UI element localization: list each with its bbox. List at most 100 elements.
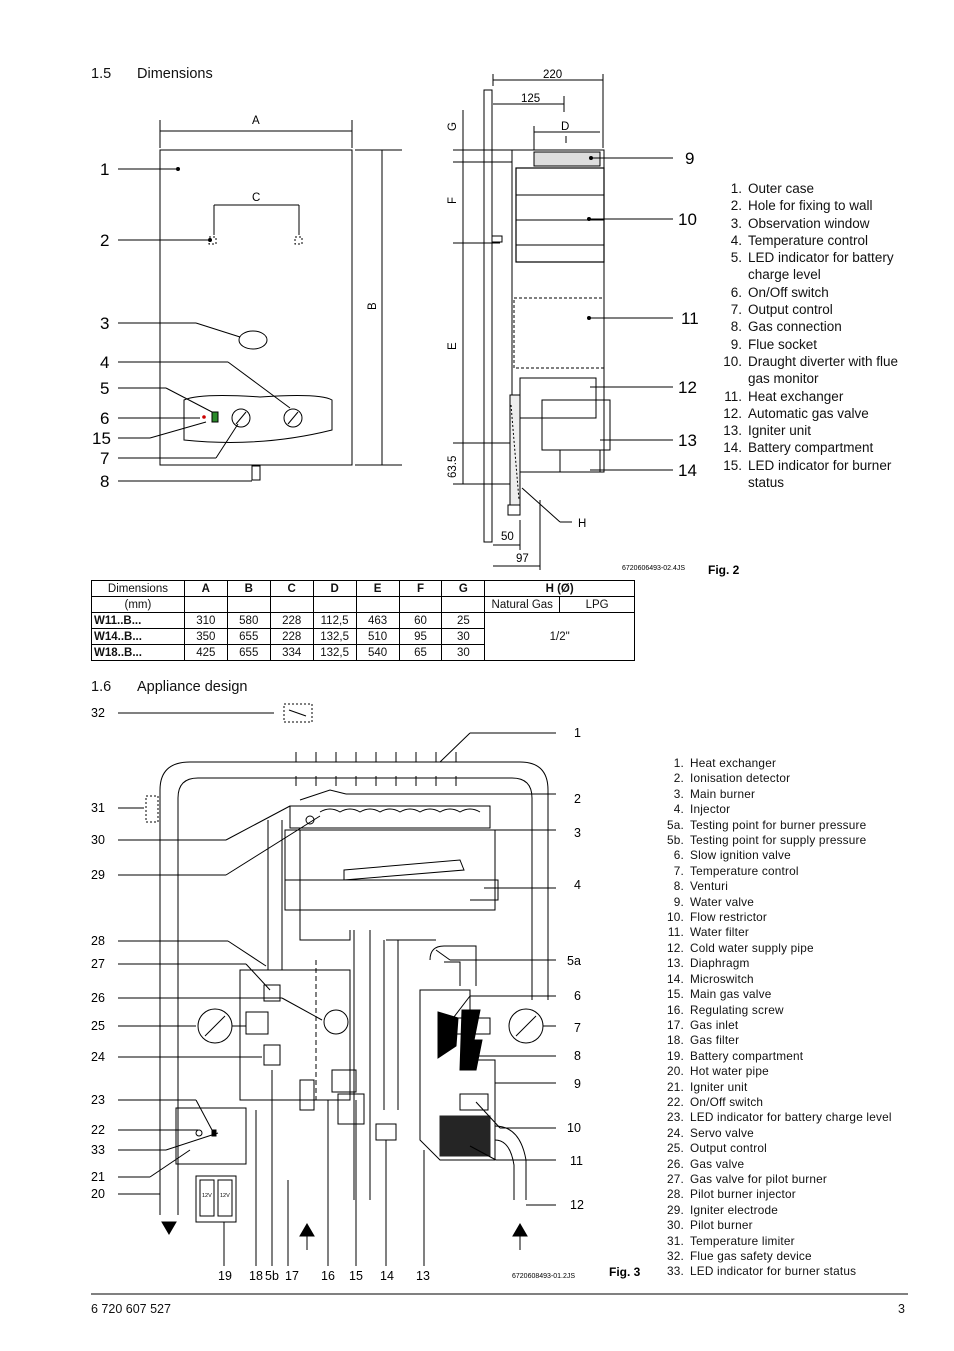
footer-doc-number: 6 720 607 527 [91, 1302, 171, 1316]
legend-item: 31.Temperature limiter [667, 1233, 795, 1248]
callout-6: 6 [100, 409, 109, 428]
callout-9: 9 [685, 149, 694, 168]
callout-12: 12 [678, 378, 697, 397]
fig3-callout-32: 32 [91, 706, 105, 720]
battery-label-1: 12V [202, 1193, 212, 1199]
legend-item: 1.Heat exchanger [673, 756, 777, 770]
legend-item: 12.Cold water supply pipe [667, 940, 814, 955]
callout-8: 8 [100, 472, 109, 491]
dim-125-label: 125 [521, 93, 540, 105]
col-header: C [269, 580, 314, 597]
callout-10: 10 [678, 210, 697, 229]
fig3-callout-15: 15 [349, 1269, 363, 1283]
fig3-callout-6: 6 [574, 989, 581, 1003]
col-header: E [355, 580, 400, 597]
legend-item: 32.Flue gas safety device [667, 1249, 812, 1263]
legend-item: 5b.Testing point for supply pressure [667, 833, 867, 848]
fig3-callout-17: 17 [285, 1269, 299, 1283]
dim-a-label: A [252, 115, 260, 127]
fig3-callout-31: 31 [91, 801, 105, 815]
dim-50-label: 50 [501, 531, 514, 543]
col-subheader: LPG [559, 596, 635, 613]
fig3-callout-24: 24 [91, 1050, 105, 1064]
fig3-callout-7: 7 [574, 1021, 581, 1035]
legend-item: 22.On/Off switch [667, 1094, 764, 1109]
fig3-callout-18: 18 [249, 1269, 263, 1283]
legend-item: 21.Igniter unit [667, 1079, 748, 1094]
col-header: G [441, 580, 486, 597]
legend-item: 28.Pilot burner injector [667, 1187, 796, 1202]
fig3-label: Fig. 3 [609, 1265, 641, 1279]
legend-item: 3.Observation window [730, 215, 870, 231]
section-title: Appliance design [137, 679, 248, 695]
fig3-callout-25: 25 [91, 1019, 105, 1033]
fig3-legend: 1.Heat exchanger 2.Ionisation detector 3… [648, 756, 908, 1280]
legend-item: 23.LED indicator for battery charge leve… [667, 1110, 892, 1125]
fig3-callout-23: 23 [91, 1093, 105, 1107]
fig3-callout-28: 28 [91, 934, 105, 948]
legend-item: 4.Injector [673, 802, 731, 817]
legend-item: 33.LED indicator for burner status [667, 1264, 857, 1279]
fig3-callout-5b: 5b [265, 1269, 279, 1283]
legend-item: 10.Flow restrictor [667, 910, 768, 925]
legend-item: 29.Igniter electrode [667, 1202, 778, 1217]
legend-item: 13.Diaphragm [667, 956, 750, 971]
legend-item: 17.Gas inlet [667, 1017, 739, 1032]
legend-item: 11.Water filter [667, 925, 749, 940]
col-header: A [183, 580, 228, 597]
dim-c-label: C [252, 192, 260, 204]
fig3-callout-8: 8 [574, 1049, 581, 1063]
fig3-callout-12: 12 [570, 1198, 584, 1212]
callout-5: 5 [100, 379, 109, 398]
legend-item: 5.LED indicator for battery charge level [730, 250, 894, 283]
legend-item: 26.Gas valve [667, 1156, 745, 1171]
fig2-legend: 1.Outer case 2.Hole for fixing to wall 3… [706, 180, 906, 491]
legend-item: 7.Temperature control [673, 863, 799, 878]
col-header: D [312, 580, 357, 597]
dim-e-label: E [447, 342, 459, 350]
fig3-callout-30: 30 [91, 833, 105, 847]
dim-220-label: 220 [543, 69, 562, 81]
dim-g-label: G [447, 122, 459, 131]
legend-item: 3.Main burner [673, 786, 756, 801]
legend-item: 19.Battery compartment [667, 1048, 804, 1063]
legend-item: 4.Temperature control [730, 232, 869, 248]
legend-item: 8.Venturi [673, 879, 729, 894]
fig2-code: 6720606493-02.4JS [622, 565, 685, 572]
callout-15: 15 [92, 429, 111, 448]
fig3-callout-2: 2 [574, 792, 581, 806]
table-header-unit: (mm) [91, 596, 185, 613]
legend-item: 20.Hot water pipe [667, 1064, 769, 1079]
col-header: B [226, 580, 271, 597]
legend-item: 9.Water valve [673, 894, 755, 909]
col-subheader: Natural Gas [484, 596, 561, 613]
dim-b-label: B [367, 302, 379, 310]
section-title: Dimensions [137, 66, 213, 82]
legend-item: 11.Heat exchanger [724, 388, 844, 404]
legend-item: 27.Gas valve for pilot burner [667, 1171, 827, 1186]
legend-item: 2.Ionisation detector [673, 771, 791, 786]
callout-3: 3 [100, 314, 109, 333]
callout-14: 14 [678, 461, 697, 480]
callout-4: 4 [100, 353, 109, 372]
callout-1: 1 [100, 160, 109, 179]
fig3-callout-19: 19 [218, 1269, 232, 1283]
fig3-code: 6720608493-01.2JS [512, 1273, 575, 1280]
callout-11: 11 [681, 309, 699, 328]
legend-item: 9.Flue socket [730, 336, 818, 352]
section-number: 1.5 [91, 66, 112, 82]
dim-97-label: 97 [516, 553, 529, 565]
fig3-callout-1: 1 [574, 726, 581, 740]
fig3-callout-20: 20 [91, 1187, 105, 1201]
legend-item: 24.Servo valve [667, 1125, 754, 1140]
dim-d-label: D [561, 121, 569, 133]
callout-13: 13 [678, 431, 697, 450]
section-heading-dimensions: 1.5 Dimensions [91, 66, 213, 82]
callout-2: 2 [100, 231, 109, 250]
dimensions-table: Dimensions A B C D E F G H (Ø) (mm) Natu… [91, 580, 635, 661]
fig3-callout-9: 9 [574, 1077, 581, 1091]
legend-item: 1.Outer case [730, 181, 815, 196]
fig3-callout-10: 10 [567, 1121, 581, 1135]
